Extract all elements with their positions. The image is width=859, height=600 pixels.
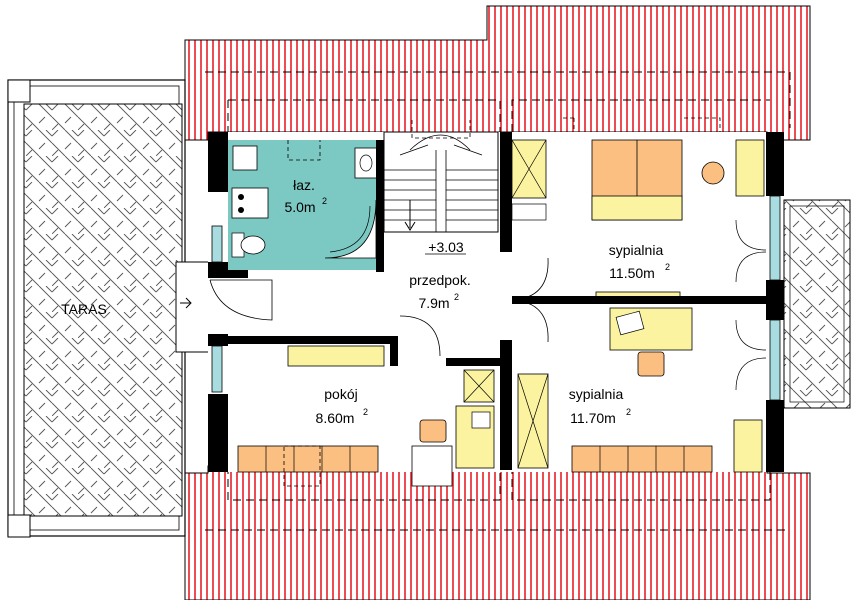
bathroom-area: 5.0m	[284, 199, 315, 215]
staircase: +3.03	[383, 120, 499, 255]
hallway: przedpok. 7.9m 2	[209, 257, 549, 357]
pokoj-area: 8.60m	[316, 410, 355, 426]
roof-bottom	[184, 465, 811, 600]
hallway-area: 7.9m	[418, 295, 449, 311]
roof-top	[184, 5, 811, 141]
room-pokoj: pokój 8.60m 2	[237, 345, 495, 487]
pokoj-area-sup: 2	[363, 407, 368, 417]
bedroom-1: sypialnia 11.50m 2	[511, 117, 767, 301]
bedroom-2: sypialnia 11.70m 2	[517, 307, 767, 473]
bedroom-1-name: sypialnia	[609, 242, 664, 258]
hallway-name: przedpok.	[409, 272, 470, 288]
walls	[208, 132, 784, 472]
bathroom-name: łaz.	[293, 177, 315, 193]
terrace: TARAS	[7, 79, 211, 538]
hallway-area-sup: 2	[454, 292, 459, 302]
bedroom-2-area: 11.70m	[570, 410, 616, 426]
windows	[211, 195, 781, 401]
terrace-label: TARAS	[61, 301, 107, 317]
bathroom-area-sup: 2	[322, 196, 327, 206]
bedroom-2-name: sypialnia	[569, 386, 624, 402]
bedroom-1-area-sup: 2	[665, 262, 670, 272]
bedroom-2-area-sup: 2	[626, 407, 631, 417]
bathroom: łaz. 5.0m 2	[228, 140, 378, 270]
balcony	[783, 199, 851, 409]
floor-level: +3.03	[428, 239, 464, 255]
pokoj-name: pokój	[324, 386, 357, 402]
bedroom-1-area: 11.50m	[609, 265, 655, 281]
